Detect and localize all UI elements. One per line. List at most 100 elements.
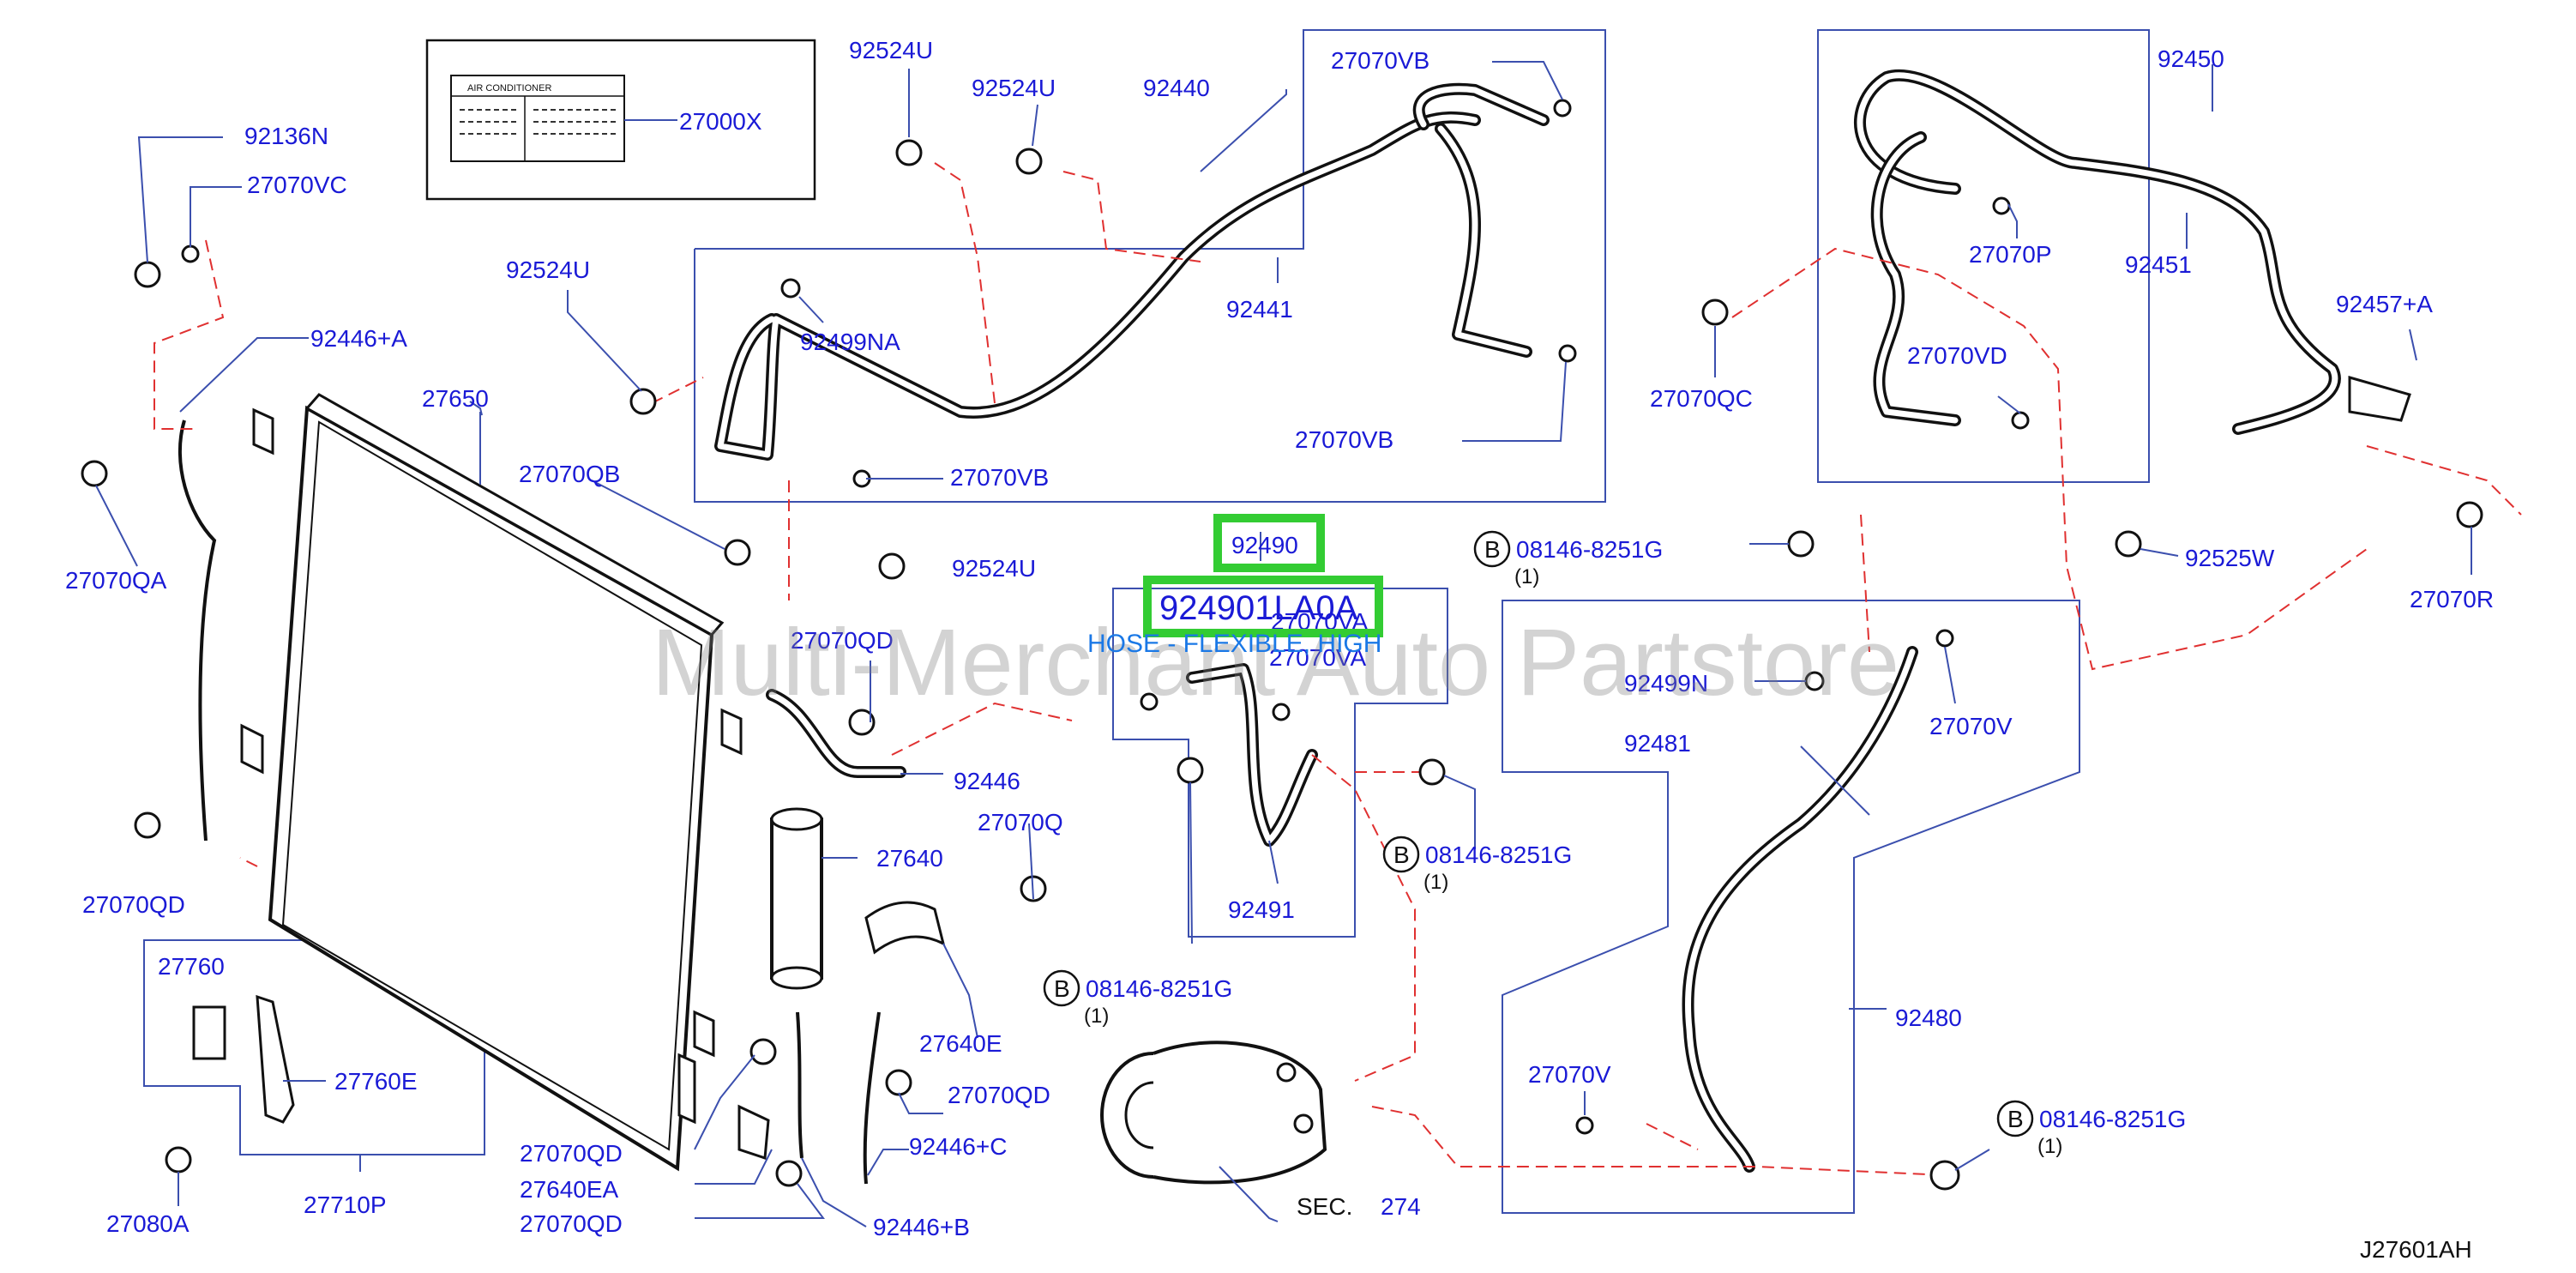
clip-92524U-b [1015,148,1043,175]
label-92524U-d[interactable]: 92524U [952,555,1036,582]
small-parts [81,99,2483,1191]
label-92450[interactable]: 92450 [2158,45,2224,72]
bolt-callout-1[interactable]: B 08146-8251G (1) [1473,530,1663,588]
label-92440[interactable]: 92440 [1143,75,1210,101]
label-oem-number[interactable]: 924901LA0A [1159,589,1358,627]
label-92524U-b[interactable]: 92524U [972,75,1056,101]
label-92451[interactable]: 92451 [2125,251,2192,278]
label-92446-C[interactable]: 92446+C [909,1133,1007,1160]
compressor-sec-274 [1100,1041,1327,1185]
label-27000X[interactable]: 27000X [679,108,762,135]
bolt-callout-2[interactable]: B 08146-8251G (1) [1382,836,1572,894]
nut-27070R [2456,501,2483,528]
condenser-27650 [240,393,743,1172]
svg-text:(1): (1) [1514,565,1539,588]
bolt-08146-c [1787,530,1815,558]
label-27070VD[interactable]: 27070VD [1907,342,2007,369]
label-92446-B[interactable]: 92446+B [873,1214,970,1240]
label-27710P[interactable]: 27710P [304,1192,387,1218]
label-27760E[interactable]: 27760E [334,1068,418,1095]
label-27070R[interactable]: 27070R [2410,586,2494,612]
clip-92525W [2115,530,2142,558]
label-27070P[interactable]: 27070P [1969,241,2052,268]
svg-text:08146-8251G: 08146-8251G [1516,536,1663,563]
diagram-code: J27601AH [2360,1236,2472,1263]
label-27070VB-a[interactable]: 27070VB [1331,47,1429,74]
bolt-27070QD-left [134,811,161,839]
sensor-27760 [192,1005,226,1060]
label-92491[interactable]: 92491 [1228,896,1295,923]
label-92446[interactable]: 92446 [954,768,1020,794]
bolt-08146-b [1418,758,1446,786]
frame-92480 [1502,600,2080,1214]
label-27070QD-b[interactable]: 27070QD [948,1082,1050,1108]
frame-92490 [1112,588,1448,938]
bolt-callout-4[interactable]: B 08146-8251G (1) [1996,1100,2186,1158]
label-sec-274[interactable]: 274 [1381,1193,1421,1220]
label-92524U-a[interactable]: 92524U [849,37,933,63]
fitting-92136N [134,261,161,288]
label-92441[interactable]: 92441 [1226,296,1293,323]
label-27070QA[interactable]: 27070QA [65,567,167,594]
label-92457-A[interactable]: 92457+A [2336,291,2433,317]
label-27650[interactable]: 27650 [422,385,489,412]
label-27760[interactable]: 27760 [158,953,225,980]
label-27080A[interactable]: 27080A [106,1210,190,1237]
svg-text:(1): (1) [1423,871,1448,894]
highlight-box-92490[interactable] [1213,514,1325,572]
leader-lines [95,61,2472,1228]
bolt-27070QD-b [848,709,876,736]
label-92446-A[interactable]: 92446+A [310,325,407,352]
label-27640E[interactable]: 27640E [919,1030,1002,1057]
highlighted-part-callout[interactable]: 92490 924901LA0A HOSE - FLEXIBLE, HIGH [1087,514,1383,658]
label-27070VA-b[interactable]: 27070VA [1269,644,1366,671]
label-27070VC[interactable]: 27070VC [247,172,347,198]
bracket-27640EA [737,1104,770,1161]
label-92136N[interactable]: 92136N [244,123,328,149]
bolt-27070QD-e [885,1069,912,1096]
svg-text:08146-8251G: 08146-8251G [1425,842,1572,868]
svg-text:08146-8251G: 08146-8251G [2039,1106,2186,1132]
label-27070Q[interactable]: 27070Q [978,809,1063,836]
label-27070V-a[interactable]: 27070V [1929,713,2013,739]
bracket-92457A [2348,376,2411,422]
label-92480[interactable]: 92480 [1895,1005,1962,1031]
bolt-27080A [165,1146,192,1173]
label-27070VB-c[interactable]: 27070VB [950,464,1049,491]
assembly-dashes [153,162,2522,1176]
label-92524U-c[interactable]: 92524U [506,256,590,283]
oring-27070P [1992,196,2011,215]
label-92481[interactable]: 92481 [1624,730,1691,757]
bolt-callouts: B 08146-8251G (1) B 08146-8251G (1) B 08… [1043,530,2186,1158]
label-27070VB-b[interactable]: 27070VB [1295,426,1393,453]
bolt-27070QD-c [749,1038,777,1065]
bolt-08146-a [1177,757,1204,784]
frame-92440 [694,29,1606,503]
label-27640EA[interactable]: 27640EA [520,1176,619,1203]
label-92499NA[interactable]: 92499NA [800,329,900,355]
label-27070QD-c[interactable]: 27070QD [520,1140,623,1167]
svg-text:B: B [1393,842,1410,868]
highlight-box-oem[interactable] [1143,576,1383,637]
label-27070QB[interactable]: 27070QB [519,461,620,487]
svg-text:B: B [1054,975,1070,1002]
label-92525W[interactable]: 92525W [2185,545,2275,571]
oring-27070VA-a [1140,692,1159,711]
label-27640[interactable]: 27640 [876,845,943,872]
oring-27070V-b [1575,1116,1594,1135]
bolt-callout-3[interactable]: B 08146-8251G (1) [1043,969,1232,1028]
label-27070QD-d[interactable]: 27070QD [520,1210,623,1237]
label-27070QD-a[interactable]: 27070QD [791,627,894,654]
placard-title: AIR CONDITIONER [467,83,551,94]
label-27070V-b[interactable]: 27070V [1528,1061,1611,1088]
bracket-27760E [256,994,295,1124]
label-27070QD-e[interactable]: 27070QD [82,891,185,918]
label-92490[interactable]: 92490 [1231,532,1298,558]
label-92499N[interactable]: 92499N [1624,670,1708,697]
label-27070QC[interactable]: 27070QC [1650,385,1753,412]
bolt-08146-d [1929,1160,1960,1191]
svg-text:08146-8251G: 08146-8251G [1086,975,1232,1002]
bolt-27070QC [1701,299,1729,326]
